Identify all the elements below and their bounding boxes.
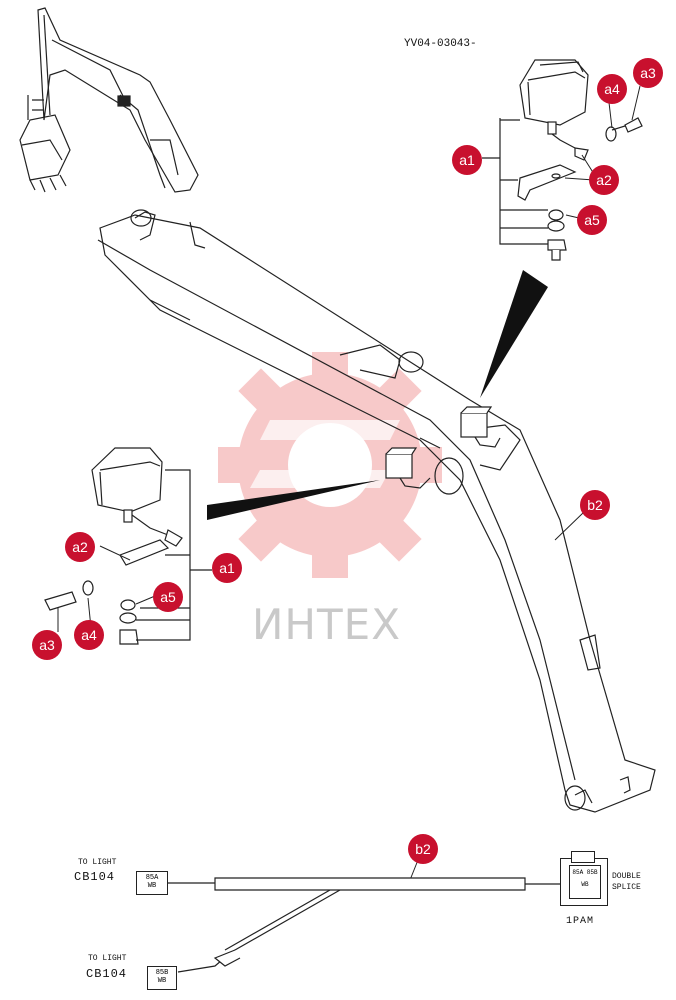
pointer-wedge-left [207, 480, 380, 520]
splice-connector: 85A 85B WB [560, 851, 608, 906]
callout-b2-harness[interactable]: b2 [408, 834, 438, 864]
boom-light-left [385, 447, 431, 489]
callout-a5-left[interactable]: a5 [153, 582, 183, 612]
connector2-title: TO LIGHT [88, 954, 127, 963]
connector1-code: CB104 [74, 870, 116, 884]
callout-a4-left[interactable]: a4 [74, 620, 104, 650]
splice-label-line1: DOUBLE [612, 872, 641, 881]
watermark-text: ИНТЕХ [252, 600, 401, 649]
callout-a1-top[interactable]: a1 [452, 145, 482, 175]
connector2-tag: 85B WB [147, 966, 177, 990]
pointer-wedge-right [480, 270, 548, 398]
boom-drawing [97, 209, 656, 813]
drawing-code: YV04-03043- [404, 38, 477, 50]
wire-harness [168, 877, 560, 973]
connector2-color: WB [157, 977, 167, 985]
lamp-assembly-left [44, 447, 212, 645]
connector1-title: TO LIGHT [78, 858, 117, 867]
callout-a2-top[interactable]: a2 [589, 165, 619, 195]
splice-label-line2: SPLICE [612, 883, 641, 892]
callout-b2-boom[interactable]: b2 [580, 490, 610, 520]
boom-light-right [460, 406, 501, 448]
callout-a1-left[interactable]: a1 [212, 553, 242, 583]
callout-a5-top[interactable]: a5 [577, 205, 607, 235]
connector2-wire: 85B [155, 969, 169, 977]
splice-wire2: 85B [586, 869, 598, 876]
excavator-overview [19, 7, 199, 193]
callout-a3-top[interactable]: a3 [633, 58, 663, 88]
lamp-assembly-top [482, 59, 643, 261]
connector1-tag: 85A WB [136, 871, 168, 895]
splice-wire1: 85A [572, 869, 584, 876]
splice-color: WB [581, 881, 589, 888]
connector1-color: WB [147, 882, 157, 890]
splice-code: 1PAM [566, 916, 595, 927]
callout-a3-left[interactable]: a3 [32, 630, 62, 660]
connector1-wire: 85A [145, 874, 159, 882]
callout-a4-top[interactable]: a4 [597, 74, 627, 104]
callout-a2-left[interactable]: a2 [65, 532, 95, 562]
connector2-code: CB104 [86, 967, 128, 981]
